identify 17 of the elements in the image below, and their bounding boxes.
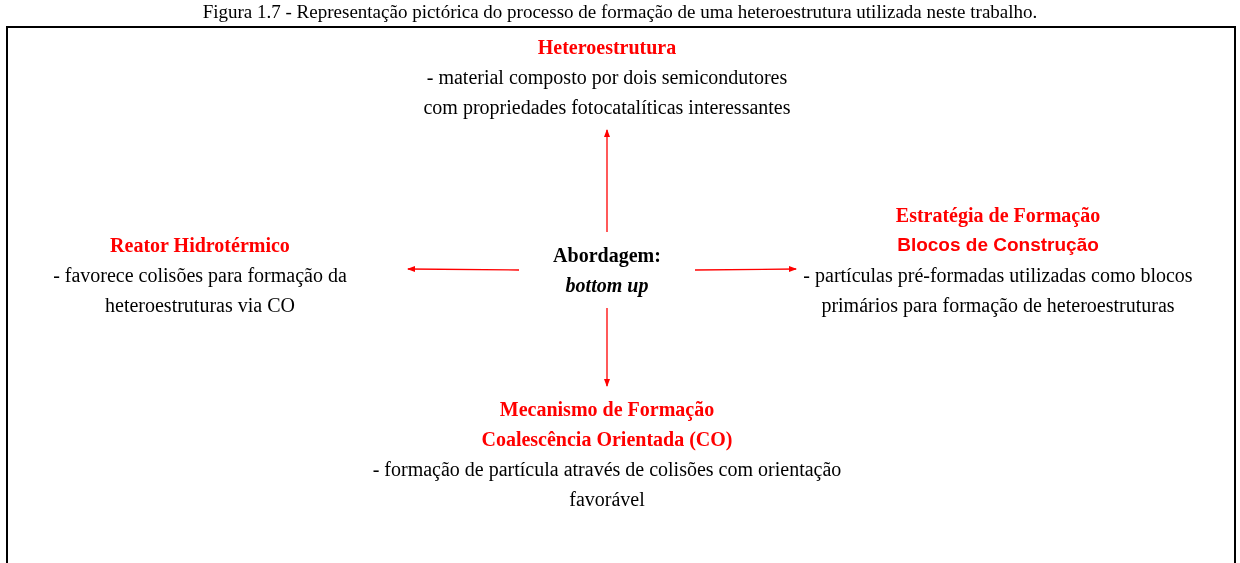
node-description: - formação de partícula através de colisões com orientação favorável xyxy=(371,457,843,512)
node-heading: Reator Hidrotérmico xyxy=(109,233,291,258)
node-description: - partículas pré-formadas utilizadas como blocos primários para formação de heteroestruturas xyxy=(802,263,1194,319)
node-heading: bottom up xyxy=(564,273,650,299)
arrow xyxy=(604,129,610,233)
node-description: - material composto por dois semicondutores com propriedades fotocatalíticas interessantes xyxy=(422,65,792,121)
arrow xyxy=(407,266,520,273)
arrow xyxy=(604,307,610,387)
node-heading: Coalescência Orientada (CO) xyxy=(480,427,734,453)
arrow xyxy=(694,266,797,273)
node-description: - favorece colisões para formação da heteroestruturas via CO xyxy=(52,263,348,318)
node-heading: Mecanismo de Formação xyxy=(498,397,716,423)
node-heading: Blocos de Construção xyxy=(896,233,1100,257)
figure-title: Figura 1.7 - Representação pictórica do processo de formação de uma heteroestrutura utilizada neste trabalho. xyxy=(201,0,1039,24)
node-heading: Abordagem: xyxy=(552,243,662,269)
node-heading: Heteroestrutura xyxy=(536,35,678,60)
node-heading: Estratégia de Formação xyxy=(894,203,1102,229)
